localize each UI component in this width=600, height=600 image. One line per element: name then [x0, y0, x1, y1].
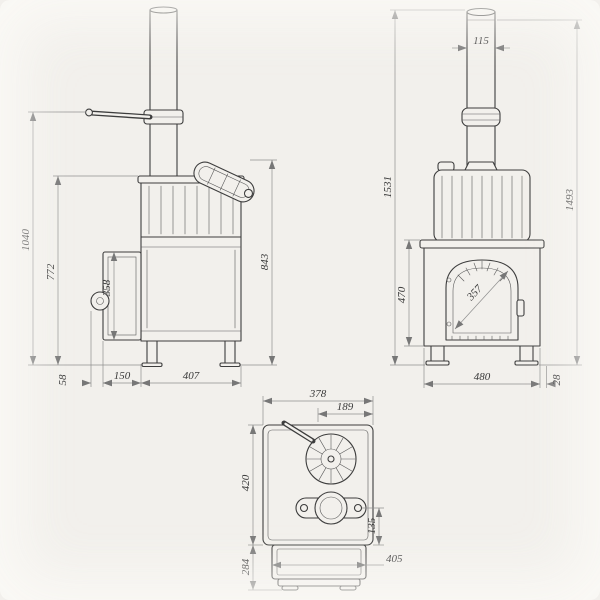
top-view: 378 189 420 284 135 405	[240, 388, 403, 591]
dim-side-bottom: 58 150 407	[57, 311, 242, 387]
front-water-tank	[433, 161, 531, 243]
dim-top-upper-depth: 420	[240, 424, 263, 546]
front-chimney-pipe	[461, 7, 501, 171]
dim-top-body-depth: 378	[262, 388, 374, 425]
dim-label-358: 358	[101, 279, 113, 297]
dim-front-chimney-diameter: 115	[452, 35, 510, 52]
dim-side-body-height: 843	[242, 159, 277, 366]
dim-side-total-height: 1040	[20, 111, 142, 366]
dim-label-772: 772	[45, 263, 57, 280]
dim-front-firebox-height: 470	[396, 239, 424, 347]
front-legs	[425, 345, 539, 366]
dim-label-189: 189	[337, 401, 354, 413]
top-lid-lever	[281, 420, 316, 444]
side-view: 1040 772 358 843 58 150	[20, 6, 277, 387]
front-view: 115	[382, 7, 582, 388]
dim-top-chimney-offset: 135	[362, 507, 384, 546]
side-damper-rod	[85, 108, 153, 120]
dim-label-284: 284	[240, 558, 252, 575]
dim-label-1531: 1531	[382, 176, 394, 198]
dim-label-470: 470	[396, 286, 408, 303]
top-base	[271, 544, 367, 591]
dim-side-tank-top-height: 772	[45, 175, 138, 365]
dim-label-135: 135	[366, 517, 378, 534]
dim-top-half-depth: 189	[317, 401, 373, 422]
dim-label-480: 480	[474, 371, 491, 383]
dim-label-28: 28	[551, 374, 563, 386]
side-legs	[141, 340, 241, 368]
dim-label-843: 843	[259, 253, 271, 270]
top-fan-lid	[305, 433, 357, 485]
dim-side-door-height: 358	[101, 252, 118, 340]
side-door-unit	[90, 251, 142, 341]
side-firebox	[140, 236, 242, 342]
dim-label-1040: 1040	[20, 229, 32, 252]
dim-label-420: 420	[240, 474, 252, 491]
side-tank-lid	[193, 161, 255, 203]
dim-label-378: 378	[309, 388, 327, 400]
dim-top-base-width: 405	[272, 553, 403, 569]
dim-front-total-height: 1531	[382, 9, 465, 366]
dim-label-407: 407	[183, 370, 200, 382]
dim-label-405: 405	[386, 553, 403, 565]
dim-top-base-depth: 284	[240, 545, 282, 591]
top-chimney-flange	[295, 491, 367, 525]
dim-label-115: 115	[473, 35, 489, 47]
dim-front-bottom: 480 28	[423, 348, 563, 388]
dim-label-58: 58	[57, 374, 69, 386]
dim-front-collar-height: 1493	[497, 19, 582, 366]
dim-label-150: 150	[114, 370, 131, 382]
side-chimney-pipe	[143, 6, 184, 177]
dim-label-1493: 1493	[564, 189, 576, 212]
